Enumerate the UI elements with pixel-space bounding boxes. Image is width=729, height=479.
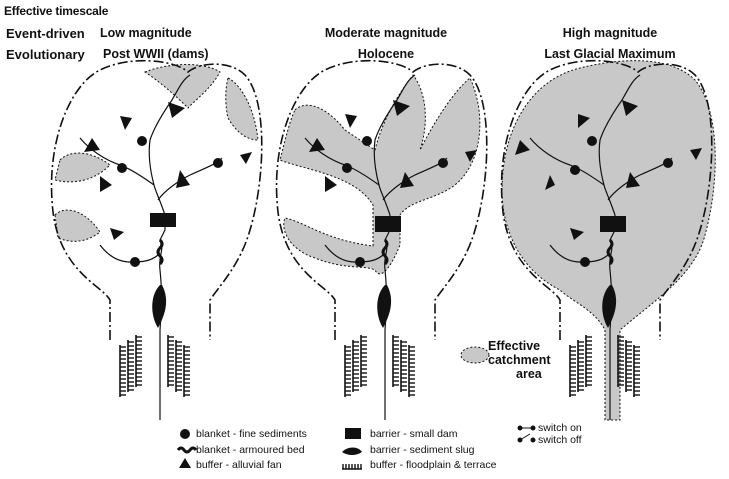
fine-sediment-blanket: [130, 257, 140, 267]
alluvial-fan: [240, 152, 252, 164]
legend-floodplain: buffer - floodplain & terrace: [370, 459, 497, 471]
legend-alluvial-fan: buffer - alluvial fan: [196, 459, 282, 471]
legend-switch-off-icon: [517, 433, 536, 443]
panel-low-diagram: [50, 59, 263, 421]
alluvial-fan: [110, 228, 124, 240]
legend-switch-on: switch on: [538, 422, 582, 434]
panel-low-magnitude: Low magnitude: [100, 26, 192, 40]
alluvial-fan: [84, 138, 100, 152]
panel-moderate-period: Holocene: [357, 47, 415, 61]
small-dam: [150, 213, 176, 227]
panel-high-magnitude: High magnitude: [562, 26, 658, 40]
alluvial-fan: [176, 170, 190, 188]
panel-high-period: Last Glacial Maximum: [544, 47, 676, 61]
legend-sediment-slug-icon: [342, 447, 362, 455]
legend-small-dam-icon: [345, 428, 361, 439]
legend-symbols: [176, 425, 536, 470]
panel-moderate-diagram: [275, 59, 488, 421]
legend-switch-on-icon: [517, 425, 536, 431]
legend-alluvial-fan-icon: [179, 458, 191, 468]
sediment-slug: [152, 285, 167, 328]
floodplain-terraces: [119, 334, 641, 398]
legend-floodplain-icon: [342, 464, 362, 470]
legend-armoured-bed: blanket - armoured bed: [196, 444, 305, 456]
catchment-area-swatch: [460, 346, 490, 364]
effective-catchment-area-label: Effective catchment area: [488, 339, 551, 381]
alluvial-fan: [168, 102, 185, 118]
panel-low-period: Post WWII (dams): [103, 47, 209, 61]
legend-switch-off: switch off: [538, 434, 582, 446]
panel-moderate-magnitude: Moderate magnitude: [324, 26, 448, 40]
legend-sediment-slug: barrier - sediment slug: [370, 444, 475, 456]
armoured-bed: [156, 238, 164, 266]
legend-fine-sediments-icon: [180, 429, 190, 439]
area-label-line2: catchment: [488, 353, 551, 367]
effective-timescale-title: Effective timescale: [4, 4, 109, 18]
alluvial-fan: [120, 116, 132, 130]
legend-fine-sediments: blanket - fine sediments: [196, 428, 307, 440]
panel-symbols: [84, 100, 702, 328]
evolutionary-label: Evolutionary: [6, 47, 85, 62]
fine-sediment-blanket: [213, 158, 223, 168]
panel-high-diagram: [500, 59, 716, 421]
area-label-line3: area: [516, 367, 542, 381]
legend-armoured-bed-icon: [176, 446, 198, 454]
legend-small-dam: barrier - small dam: [370, 428, 458, 440]
fine-sediment-blanket: [137, 136, 147, 146]
fine-sediment-blanket: [117, 163, 127, 173]
alluvial-fan: [100, 176, 112, 192]
area-label-line1: Effective: [488, 339, 541, 353]
event-driven-label: Event-driven: [6, 26, 85, 41]
